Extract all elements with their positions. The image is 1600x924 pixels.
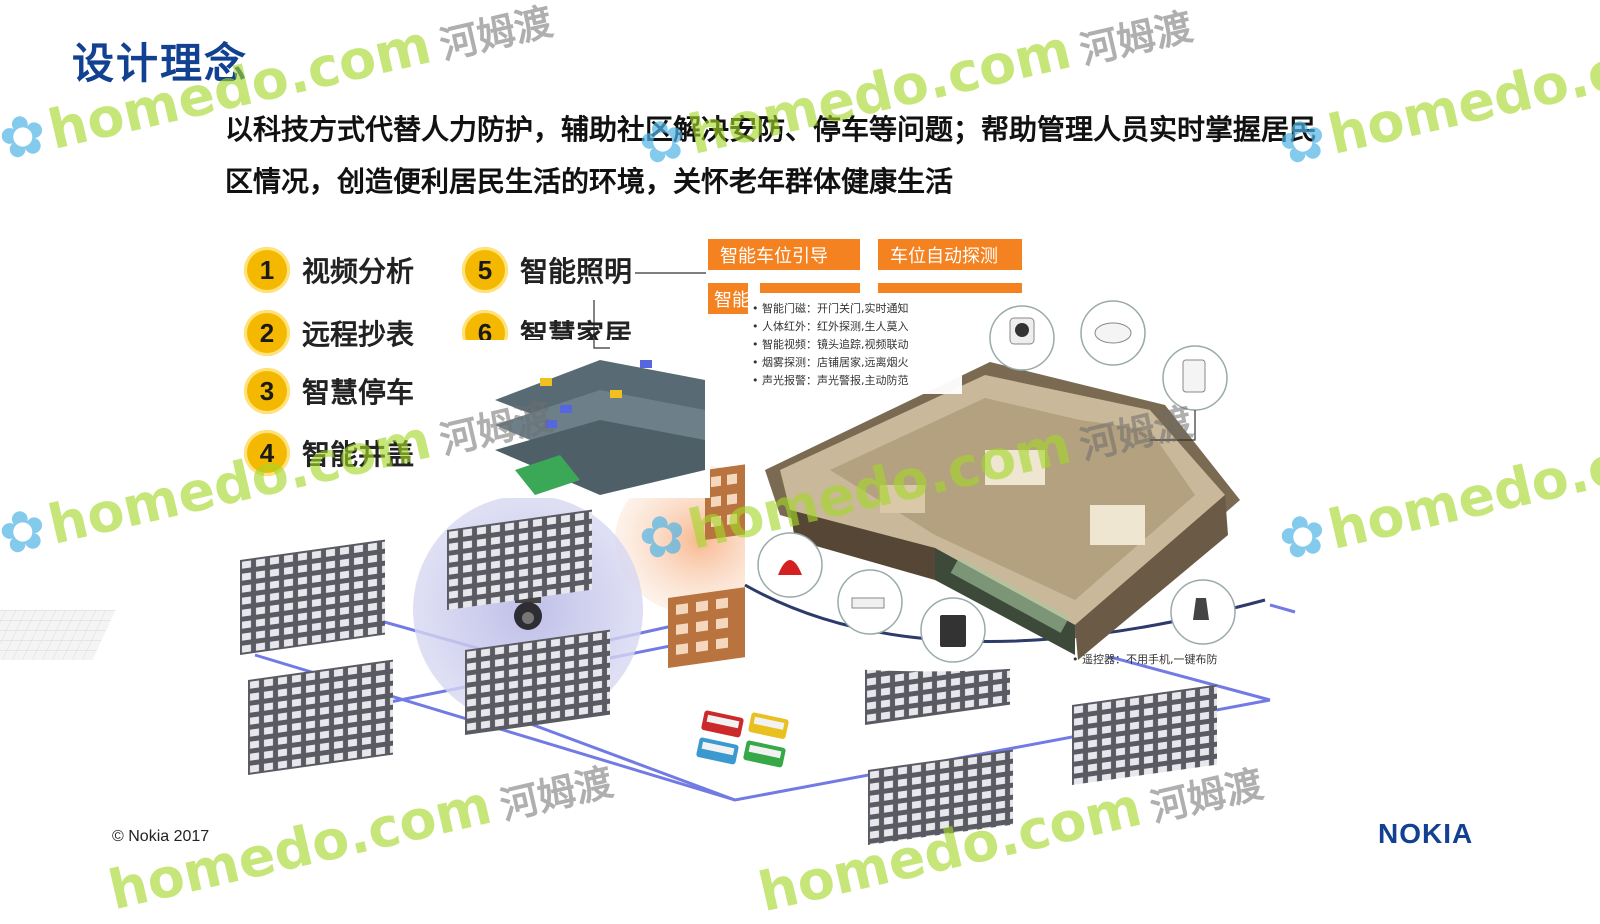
feature-item-1: 1 视频分析 [244, 247, 414, 293]
number-badge: 3 [244, 368, 290, 414]
remote-control-note: • 遥控器：不用手机,一键布防 [1072, 653, 1218, 666]
number-badge: 5 [462, 247, 508, 293]
feature-label: 视频分析 [302, 255, 415, 288]
feature-label: 智能井盖 [302, 438, 415, 471]
tag-partial-2 [760, 283, 860, 293]
number-badge: 4 [244, 430, 290, 476]
subtitle-line-1: 以科技方式代替人力防护，辅助社区解决安防、停车等问题；帮助管理人员实时掌握居民 [225, 113, 1318, 146]
smart-community-illustration [0, 272, 1296, 845]
bullet-item: 人体红外：红外探测,生人莫入 [752, 318, 962, 336]
feature-label: 远程抄表 [302, 318, 415, 351]
copyright-text: © Nokia 2017 [112, 828, 210, 845]
feature-label: 智慧停车 [302, 376, 415, 409]
tag-space-detect: 车位自动探测 [878, 239, 1022, 270]
smart-home-house [765, 362, 1240, 660]
feature-item-5: 5 智能照明 [462, 247, 632, 293]
tag-parking-guide: 智能车位引导 [708, 239, 860, 270]
feature-item-3: 3 智慧停车 [244, 368, 414, 414]
tag-partial-3 [878, 283, 1022, 293]
dome-camera-icon [514, 597, 542, 630]
feature-item-6-clip: 6 智慧家居 [462, 310, 708, 340]
nokia-logo: NOKIA [1378, 818, 1474, 849]
feature-item-6: 6 智慧家居 [462, 310, 708, 340]
feature-label: 智慧家居 [520, 318, 633, 340]
bullet-item: 智能门磁：开门关门,实时通知 [752, 300, 962, 318]
bullet-item: 声光报警：声光警报,主动防范 [752, 372, 962, 390]
number-badge: 6 [462, 310, 508, 340]
page-title: 设计理念 [72, 39, 249, 88]
number-badge: 1 [244, 247, 290, 293]
tag-partial: 智能 [708, 283, 750, 314]
number-badge: 2 [244, 310, 290, 356]
parking-garage-illustration [482, 338, 710, 498]
tram-vehicles [696, 710, 789, 768]
feature-item-2: 2 远程抄表 [244, 310, 414, 356]
bullet-item: 烟雾探测：店铺居家,远离烟火 [752, 354, 962, 372]
feature-label: 智能照明 [520, 255, 633, 288]
feature-item-4: 4 智能井盖 [244, 430, 414, 476]
bullet-item: 智能视频：镜头追踪,视频联动 [752, 336, 962, 354]
smart-home-bullet-list: 智能门磁：开门关门,实时通知 人体红外：红外探测,生人莫入 智能视频：镜头追踪,… [748, 296, 962, 394]
subtitle-line-2: 区情况，创造便利居民生活的环境，关怀老年群体健康生活 [225, 165, 954, 198]
